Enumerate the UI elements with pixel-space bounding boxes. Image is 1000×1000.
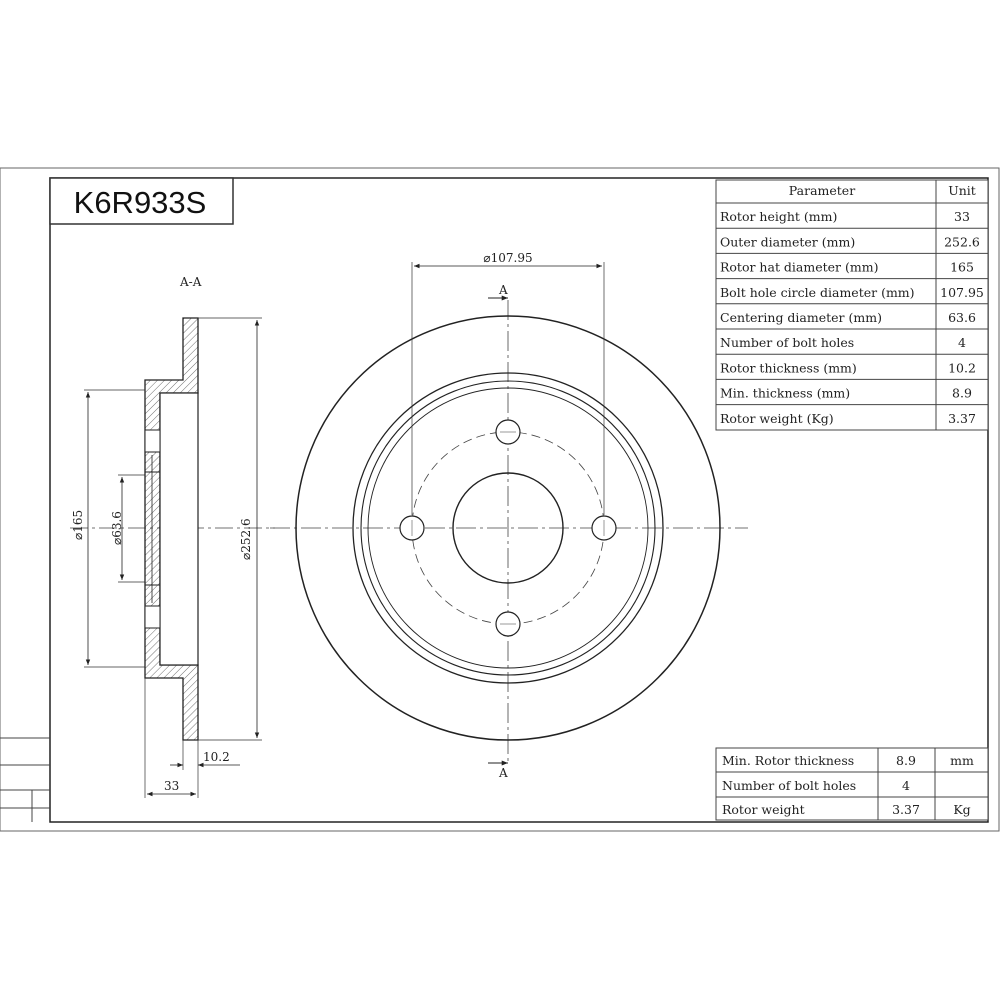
- spec-row-value: 4: [958, 335, 966, 350]
- summary-table-frame: [715, 747, 989, 821]
- outer-disc: [295, 315, 721, 741]
- summary-unit-weight: Kg: [953, 802, 970, 817]
- spec-row-value: 3.37: [948, 411, 976, 426]
- spec-header-unit: Unit: [948, 183, 976, 198]
- summary-label-bolt-holes: Number of bolt holes: [722, 778, 856, 793]
- spec-row-parameter: Centering diameter (mm): [720, 310, 882, 325]
- height-label: 33: [164, 779, 179, 793]
- outer-frame: [0, 167, 1000, 832]
- summary-label-weight: Rotor weight: [722, 802, 805, 817]
- spec-row-value: 10.2: [948, 360, 976, 375]
- section-marker-top: A: [498, 283, 508, 297]
- summary-value-weight: 3.37: [892, 802, 920, 817]
- spec-row-parameter: Rotor hat diameter (mm): [720, 260, 878, 275]
- hat-diameter-label: ⌀165: [71, 510, 85, 540]
- part-number-box: [49, 177, 234, 225]
- bolt-circle-label: ⌀107.95: [483, 251, 532, 265]
- hat-ring-outer: [352, 372, 664, 684]
- front-view: ⌀107.95 A A: [270, 251, 748, 780]
- outer-diameter-label: ⌀252.6: [239, 518, 253, 560]
- spec-header-parameter: Parameter: [789, 183, 855, 198]
- summary-table: Min. Rotor thickness 8.9 mm Number of bo…: [715, 747, 989, 821]
- spec-row-value: 8.9: [952, 386, 972, 401]
- hat-interior: [159, 392, 199, 666]
- hat-ring-inner: [360, 380, 656, 676]
- spec-row-value: 107.95: [940, 285, 984, 300]
- thickness-label: 10.2: [203, 750, 230, 764]
- spec-row-value: 252.6: [944, 234, 980, 249]
- summary-value-bolt-holes: 4: [902, 778, 910, 793]
- summary-label-min-thickness: Min. Rotor thickness: [722, 753, 854, 768]
- spec-row-parameter: Rotor thickness (mm): [720, 360, 857, 375]
- spec-row-value: 33: [954, 209, 970, 224]
- summary-value-min-thickness: 8.9: [896, 753, 916, 768]
- section-label: A-A: [179, 275, 202, 289]
- inner-frame: [49, 177, 989, 823]
- part-number: K6R933S: [74, 185, 207, 220]
- section-bolt-hole-top: [144, 429, 161, 453]
- spec-table-frame: [715, 179, 989, 431]
- spec-row-parameter: Number of bolt holes: [720, 335, 854, 350]
- spec-row-value: 63.6: [948, 310, 976, 325]
- spec-row-parameter: Min. thickness (mm): [720, 386, 850, 401]
- spec-row-parameter: Bolt hole circle diameter (mm): [720, 285, 915, 300]
- section-marker-bottom: A: [498, 766, 508, 780]
- spec-row-parameter: Outer diameter (mm): [720, 234, 855, 249]
- spec-row-value: 165: [950, 260, 974, 275]
- centering-diameter-label: ⌀63.6: [110, 511, 124, 545]
- hat-ring-edge: [367, 387, 649, 669]
- spec-table: Parameter Unit Rotor height (mm) 33Outer …: [715, 179, 989, 431]
- spec-row-parameter: Rotor height (mm): [720, 209, 837, 224]
- spec-row-parameter: Rotor weight (Kg): [720, 411, 834, 426]
- section-bolt-hole-bottom: [144, 605, 161, 629]
- section-view: A-A ⌀165 ⌀63.6 ⌀252.6 10.2: [70, 275, 275, 798]
- margin-block: [0, 737, 50, 822]
- summary-unit-min-thickness: mm: [950, 753, 974, 768]
- center-bore: [452, 472, 564, 584]
